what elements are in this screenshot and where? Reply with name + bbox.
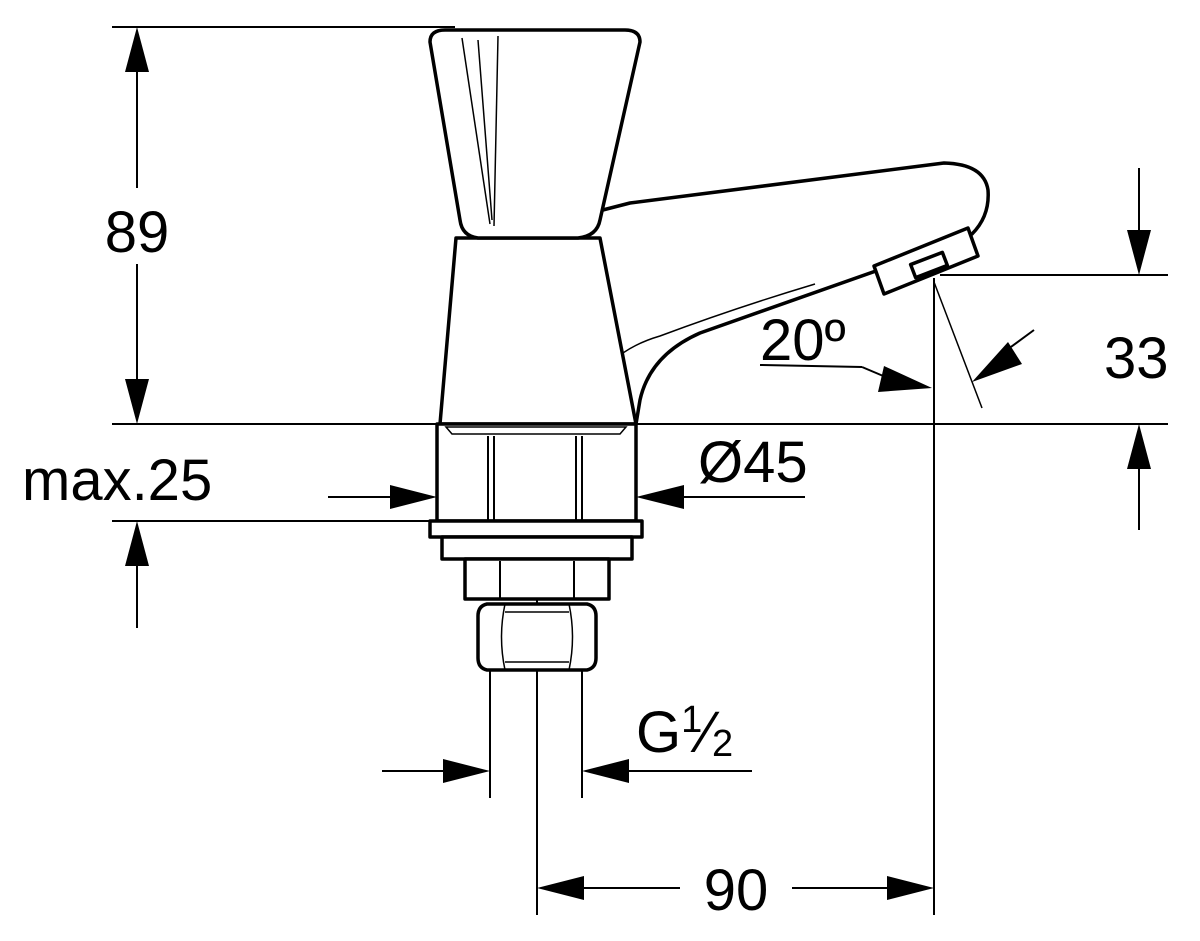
handle-facet-left [461, 37, 491, 225]
dim-90-label: 90 [704, 858, 769, 923]
lock-nut [463, 557, 611, 601]
dimension-max-25: max.25 [22, 448, 212, 628]
dim-90-arrow-left [537, 876, 584, 900]
dimension-thread: G1⁄2 [382, 699, 752, 783]
dimension-height-89: 89 [96, 27, 180, 424]
dim-90-arrow-right [887, 876, 934, 900]
dim-20-leader [759, 364, 863, 368]
union-nut [476, 602, 598, 672]
dimension-angle-20: 20º [759, 308, 1035, 392]
dim-max25-arrow-up [125, 521, 149, 566]
dim-89-arrow-top [125, 27, 149, 72]
dim-thread-arrow-right [582, 759, 629, 783]
dim-thread-arrow-left [443, 759, 490, 783]
dim-d45-label: Ø45 [698, 430, 808, 495]
dim-thread-numerator: 1 [681, 699, 702, 741]
body-column [438, 236, 638, 426]
extension-lines [112, 26, 1168, 915]
dim-33-label: 33 [1104, 326, 1169, 391]
dim-89-label-bg [96, 188, 180, 264]
dim-33-arrow-down [1127, 230, 1151, 275]
dim-thread-prefix: G [636, 700, 681, 765]
handle-facet-center [477, 39, 493, 221]
dim-thread-denominator: 2 [712, 723, 733, 765]
aerator-insert [908, 250, 950, 280]
dim-d45-arrow-right [636, 485, 684, 509]
handle [428, 28, 642, 240]
handle-facet-right [493, 35, 499, 227]
washer [428, 519, 644, 539]
dim-thread-label: G1⁄2 [636, 699, 733, 765]
dim-20-arrow-right [972, 342, 1022, 382]
dim-d45-arrow-left [390, 485, 437, 509]
dim-20-arrow-left [878, 366, 932, 392]
base-collar-lip [444, 426, 628, 435]
dimension-height-33: 33 [1104, 168, 1169, 530]
union-nut-facet-right [568, 603, 574, 671]
mounting-assembly [428, 422, 644, 672]
dim-89-label: 89 [105, 200, 170, 265]
dim-89-arrow-bottom [125, 379, 149, 424]
dim-max25-label: max.25 [22, 448, 212, 513]
dim-33-arrow-up [1127, 424, 1151, 469]
dim-20-label: 20º [760, 308, 846, 373]
lock-ring [440, 535, 634, 561]
faucet-body [428, 28, 990, 426]
dimension-diameter-45: Ø45 [328, 430, 808, 509]
union-nut-facet-left [500, 603, 506, 671]
dimension-projection-90: 90 [537, 858, 934, 923]
angle-ray-line [933, 281, 983, 409]
base-collar [435, 422, 638, 523]
